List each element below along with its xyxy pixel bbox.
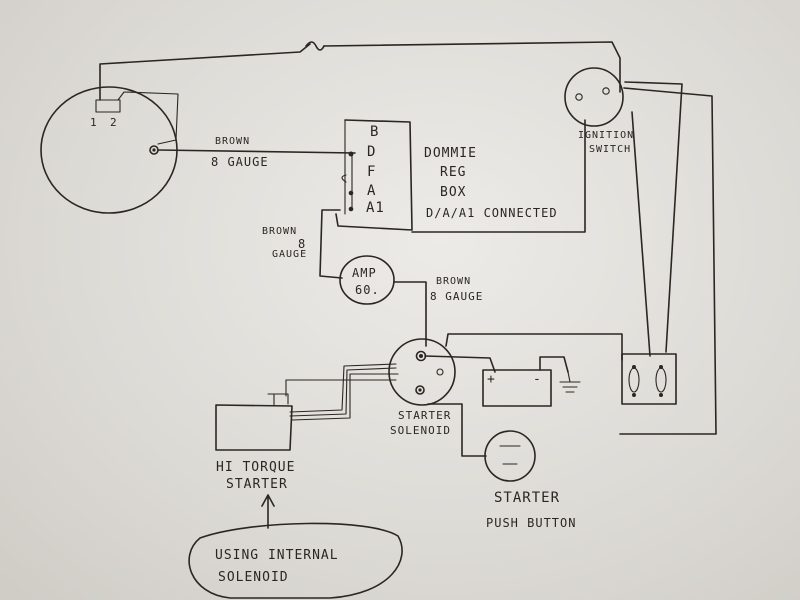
reg-terminal-a-dot <box>348 190 354 196</box>
ignition-switch <box>564 67 624 127</box>
regulator-box <box>335 119 413 231</box>
generator-body <box>40 86 178 214</box>
battery-minus: - <box>533 372 542 387</box>
wire2-label-gauge: GAUGE <box>272 249 308 260</box>
wire-label-gauge: 8 GAUGE <box>211 155 269 169</box>
starter-body <box>215 404 293 451</box>
reg-terminal-b: B <box>370 124 380 140</box>
regulator-name: DOMMIE <box>424 146 477 161</box>
reg-terminal-d-dot <box>348 151 354 157</box>
solenoid-body <box>388 338 456 406</box>
top-wire-right <box>323 41 621 93</box>
starter-label-2: STARTER <box>226 477 288 492</box>
starter-label-1: HI TORQUE <box>216 460 296 475</box>
ignition-label-2: SWITCH <box>589 144 632 155</box>
generator-terminal-block <box>95 99 121 113</box>
voltage-regulator <box>335 119 413 231</box>
reg-terminal-f: F <box>367 164 377 180</box>
starter-solenoid <box>388 338 456 406</box>
wire-solenoid-to-relay <box>445 333 623 361</box>
ignition-label-1: IGNITION <box>578 130 635 141</box>
relay-block <box>621 353 677 405</box>
solenoid-label-2: SOLENOID <box>390 424 451 437</box>
note-bubble <box>188 522 403 599</box>
cable-solenoid-to-starter-c <box>291 373 399 421</box>
battery-case <box>482 369 552 407</box>
pushbutton-label-1: STARTER <box>494 490 561 506</box>
wire-ign-to-relay <box>624 81 683 353</box>
cable-solenoid-to-starter-b <box>289 367 397 417</box>
wire2-label-color: BROWN <box>262 226 298 237</box>
wire-solenoid-to-battery <box>424 355 496 373</box>
inline-fuse <box>305 41 325 51</box>
wire2-label-size: 8 <box>298 237 307 251</box>
battery <box>482 356 581 407</box>
ground-symbol <box>559 381 581 393</box>
wire-amp-to-solenoid <box>393 281 427 347</box>
starter-motor <box>215 393 293 451</box>
wire-gen-to-reg-d <box>157 149 356 154</box>
starter-push-button <box>484 430 536 482</box>
ammeter-label: AMP <box>352 266 377 280</box>
wire-solenoid-to-pushbutton <box>427 403 487 457</box>
cable-solenoid-to-starter-a <box>289 363 397 413</box>
note-line-1: USING INTERNAL <box>215 548 339 563</box>
generator-field-wire <box>117 91 179 145</box>
wire3-label-color: BROWN <box>436 276 472 287</box>
reg-field-jumper <box>341 174 347 183</box>
push-button-body <box>484 430 536 482</box>
ammeter-gauge <box>339 255 395 305</box>
reg-terminal-a1: A1 <box>366 200 385 216</box>
gen-terminal-2: 2 <box>110 116 118 129</box>
regulator-connection-note: D/A/A1 CONNECTED <box>426 206 558 220</box>
wire-label-color: BROWN <box>215 136 251 147</box>
regulator-reg: REG <box>440 165 467 180</box>
wire3-label-gauge: 8 GAUGE <box>430 290 484 303</box>
wire-ign-to-pushbutton-loop <box>619 87 717 435</box>
cable-solenoid-to-starter-d <box>285 379 397 397</box>
pushbutton-label-2: PUSH BUTTON <box>486 516 577 530</box>
relay-body <box>621 353 677 405</box>
wire-reg-to-amp <box>319 209 343 279</box>
reg-terminal-a1-dot <box>348 206 354 212</box>
battery-plus: + <box>487 372 496 387</box>
regulator-box-label: BOX <box>440 185 467 200</box>
gen-terminal-1: 1 <box>90 116 98 129</box>
wire-reg-to-ignition <box>411 119 586 233</box>
battery-neg-cable <box>539 356 569 373</box>
solenoid-label-1: STARTER <box>398 409 452 422</box>
reg-terminal-a: A <box>367 183 377 199</box>
top-wire-left <box>99 43 311 101</box>
reg-terminal-d: D <box>367 144 377 160</box>
ignition-switch-body <box>564 67 624 127</box>
arrow-up <box>261 494 275 529</box>
note-line-2: SOLENOID <box>218 570 289 585</box>
wire-ign-to-relay-2 <box>631 111 651 357</box>
ammeter-rating: 60. <box>355 283 380 297</box>
